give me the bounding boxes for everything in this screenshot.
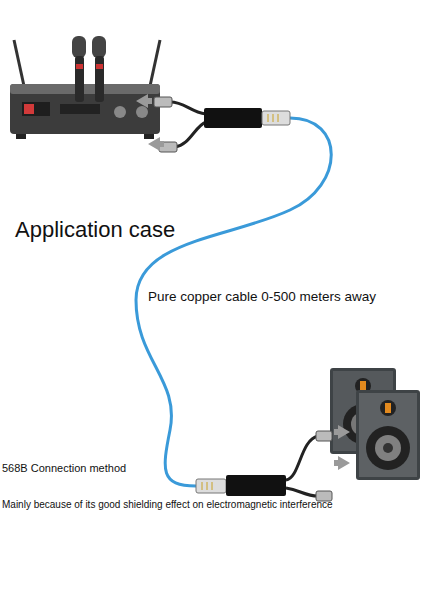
wiring-standard: 568B Connection method [2, 462, 126, 475]
shielding-note: Mainly because of its good shielding eff… [2, 499, 333, 511]
microphones [72, 36, 106, 102]
bottom-adapter [196, 425, 350, 501]
speakers [330, 368, 420, 480]
cable-note: Pure copper cable 0-500 meters away [148, 289, 376, 305]
section-heading: Application case [15, 217, 175, 243]
top-adapter [136, 94, 290, 152]
